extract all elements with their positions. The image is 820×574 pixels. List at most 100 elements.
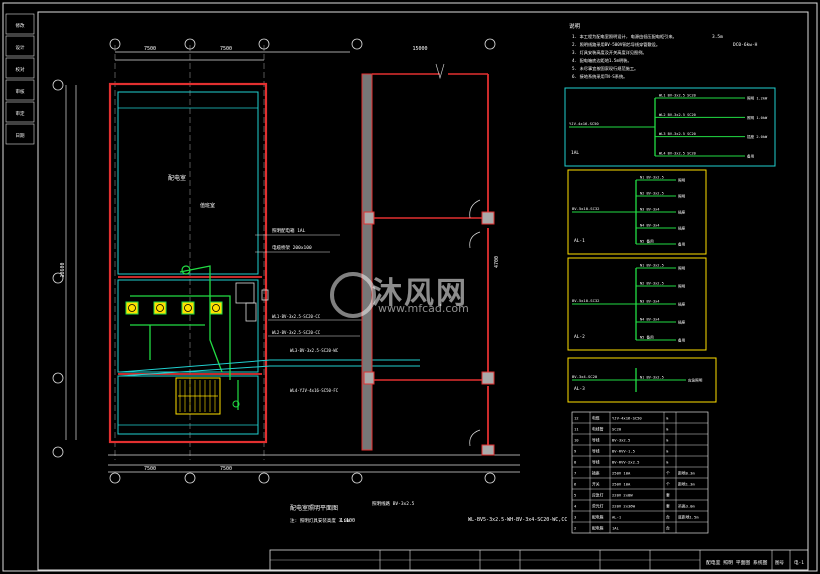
circuit-label: WL3 BV-3x2.5 SC20 (659, 132, 696, 136)
axis-bubble (258, 38, 270, 50)
strip-label: 审核 (16, 88, 25, 95)
dim-bottom-1: 7500 (144, 466, 156, 472)
legend-cell: 导线 (592, 460, 600, 465)
load-label: 照明 (678, 284, 686, 289)
dim-top-1: 7500 (144, 46, 156, 52)
dim-right: 4700 (494, 256, 500, 268)
load-label: 插座 (678, 320, 686, 325)
plan-note-2: 电缆桥架 200x100 (272, 244, 312, 251)
circuit-label: WL4 BV-3x2.5 SC20 (659, 152, 696, 156)
dim-side: 18600 (60, 262, 66, 277)
plan-note-1: 照明配电箱 1AL (272, 227, 306, 234)
legend-cell: 底距地1.5m (678, 515, 699, 520)
cable-label-2: WL2-BV-3x2.5-SC20-CC (272, 330, 321, 335)
plan-scale: 1:100 (340, 518, 355, 524)
load-label: 插座 2.0kW (747, 134, 768, 139)
legend-cell: BV-RVV-1.5 (612, 449, 635, 454)
legend-cell: 电缆 (592, 416, 600, 421)
circuit-label: N1 BV-3x2.5 (640, 176, 664, 180)
staircase (175, 377, 221, 415)
title-block (269, 549, 809, 571)
legend-cell: m (666, 460, 669, 465)
watermark: 沐风网 www.mfcad.com (330, 268, 500, 318)
axis-bubble (184, 38, 196, 50)
note-code-2: DC0-6kw-H (733, 42, 758, 48)
note-line-5: 5. 未尽事宜按国家现行规范施工。 (572, 65, 638, 72)
system-box (567, 357, 717, 403)
circuit-label: N4 BV-3x4 (640, 318, 659, 322)
legend-cell: 250V 10A (612, 482, 631, 487)
legend-cell: 6 (574, 482, 577, 487)
drawing-title: 配电室 照明 平面图 系统图 (706, 559, 768, 566)
legend-cell: 个 (666, 482, 670, 487)
load-label: 备用 (678, 338, 686, 343)
cable-label-4: WL4-YJV-4x16-SC50-FC (290, 388, 339, 393)
plan-note: 注: 照明灯具安装高度 3.0m (290, 517, 350, 524)
axis-bubble (351, 38, 363, 50)
note-code-1: 3.5m (712, 34, 723, 40)
load-label: 照明 (678, 178, 686, 183)
circuit-label: N3 BV-3x4 (640, 208, 659, 212)
legend-cell: 220V 2x36W (612, 504, 636, 509)
circuit-label: N1 BV-3x2.5 (640, 376, 664, 380)
legend-cell: 距地1.3m (678, 482, 695, 487)
note-line-2: 2. 照明线路采用BV-500V铜芯导线穿管敷设。 (572, 41, 660, 48)
legend-line-label: 照明线路 BV-3x2.5 (372, 500, 415, 507)
wall-column (361, 73, 373, 451)
axis-bubble (484, 38, 496, 50)
watermark-url: www.mfcad.com (378, 302, 469, 315)
circuit-label: N2 BV-3x2.5 (640, 192, 664, 196)
circuit-label: N4 BV-3x4 (640, 224, 659, 228)
load-label: 照明 (678, 266, 686, 271)
circuit-label: WL2 BV-3x2.5 SC20 (659, 113, 696, 117)
circuit-label: N2 BV-3x2.5 (640, 282, 664, 286)
sheet-label: 图号 (775, 560, 784, 566)
legend-cell: 台 (666, 515, 670, 520)
note-line-4: 4. 配电箱底边距地1.5m明装。 (572, 57, 632, 64)
circuit-label: WL1 BV-3x2.5 SC20 (659, 94, 696, 98)
logo-icon (330, 272, 376, 318)
room-label-main: 配电室 (168, 174, 186, 182)
plan-title: 配电室照明平面图 (290, 504, 338, 512)
legend-cell: 导线 (592, 449, 600, 454)
legend-cell: 套 (666, 504, 670, 509)
legend-cell: 2 (574, 526, 576, 531)
legend-cell: YJV-4x16-SC50 (612, 416, 642, 421)
legend-cell: SC20 (612, 427, 622, 432)
circuit-label: N1 BV-3x2.5 (640, 264, 664, 268)
note-line-6: 6. 接地系统采用TN-S系统。 (572, 73, 627, 80)
axis-bubble (109, 472, 121, 484)
legend-cell: 应急灯 (592, 493, 604, 498)
legend-cell: 导线 (592, 438, 600, 443)
strip-label: 设计 (16, 44, 25, 51)
legend-cell: 插座 (592, 471, 600, 476)
legend-cell: 配电箱 (592, 526, 604, 531)
dim-top-total: 15000 (412, 46, 427, 52)
circuit-label: N5 备用 (640, 335, 654, 340)
dim-top-2: 7500 (220, 46, 232, 52)
strip-label: 校对 (16, 66, 25, 73)
light-fixture (153, 301, 167, 315)
system-box (567, 169, 707, 255)
room-label-sub: 值班室 (200, 202, 215, 209)
panel-name: AL-1 (574, 238, 585, 244)
legend-cell: 3 (574, 515, 576, 520)
circuit-label: N5 备用 (640, 239, 654, 244)
notes-heading: 说明 (569, 22, 581, 30)
legend-cell: 荧光灯 (592, 504, 604, 509)
legend-cell: 7 (574, 471, 576, 476)
panel-box (235, 282, 255, 304)
system-box (567, 257, 707, 351)
legend-cell: 电线管 (592, 427, 604, 432)
load-label: 应急照明 (688, 378, 703, 383)
note-line-1: 1. 本工程为配电室照明设计, 电源由低压配电柜引来。 (572, 33, 677, 40)
legend-cell: 个 (666, 471, 670, 476)
legend-cell: BV-RVV-2x2.5 (612, 460, 639, 465)
panel-name: AL-2 (574, 334, 585, 340)
note-line-3: 3. 灯具安装高度及开关高度详见图例。 (572, 49, 647, 56)
